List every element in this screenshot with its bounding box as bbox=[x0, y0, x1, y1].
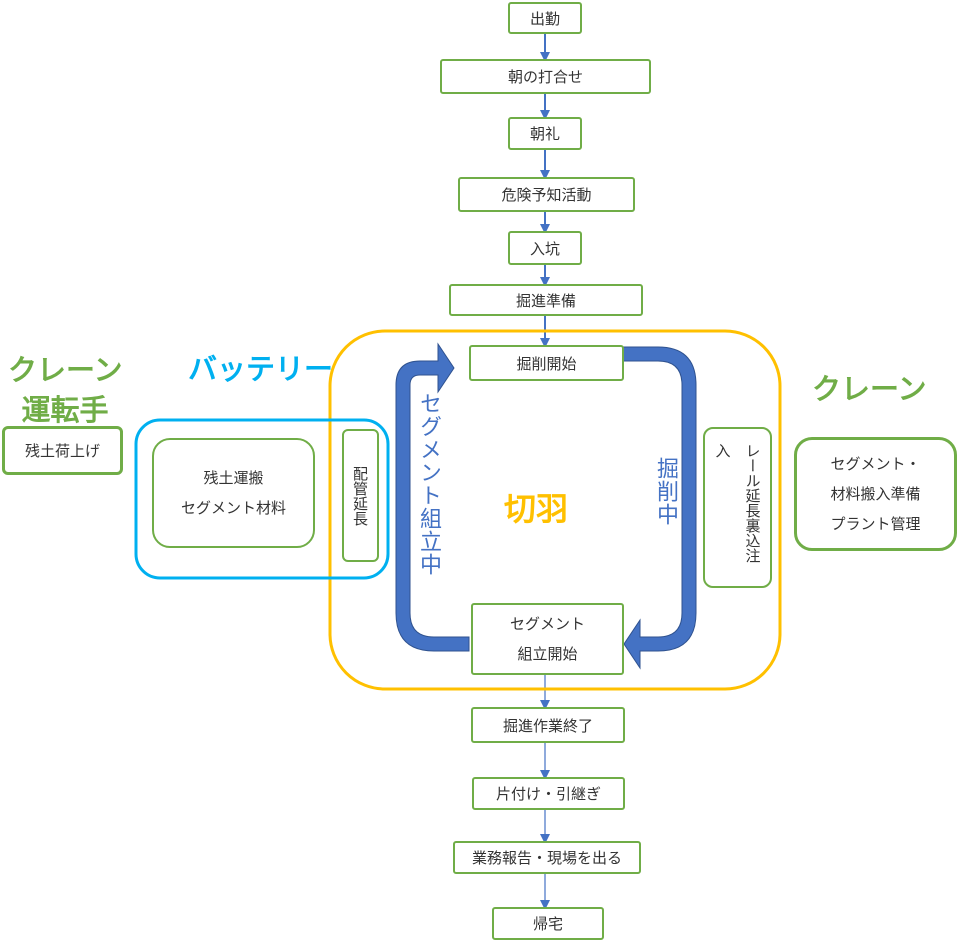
crane-operator-task-box: 残土荷上げ bbox=[2, 426, 123, 475]
step-box-1: 出勤 bbox=[508, 2, 582, 34]
step-label-7: 掘削開始 bbox=[516, 354, 577, 373]
excavation-cycle-arrow bbox=[622, 346, 697, 670]
step-box-10: 片付け・引継ぎ bbox=[472, 777, 625, 810]
crane-operator-title-line1: クレーン bbox=[8, 353, 123, 387]
step-label-1: 出勤 bbox=[529, 9, 560, 28]
battery-title: バッテリー bbox=[188, 352, 334, 386]
step-box-9: 掘進作業終了 bbox=[471, 707, 625, 743]
crane-task-line1: セグメント・ bbox=[830, 455, 921, 473]
step-label-2: 朝の打合せ bbox=[507, 68, 583, 86]
crane-task-line3: プラント管理 bbox=[830, 515, 921, 533]
pipe-extension-label: 配管延長 bbox=[351, 465, 369, 526]
face-center-label: 切羽 bbox=[504, 490, 569, 528]
step-box-4: 危険予知活動 bbox=[458, 177, 635, 212]
battery-task-box: 残土運搬 セグメント材料 bbox=[152, 438, 315, 548]
step-label-5: 入坑 bbox=[529, 239, 560, 258]
crane-task-line2: 材料搬入準備 bbox=[830, 485, 921, 503]
rail-extension-label: レール延長裏込注入 bbox=[713, 442, 762, 563]
battery-outline bbox=[134, 418, 390, 580]
pipe-extension-box: 配管延長 bbox=[342, 429, 379, 562]
step-box-3: 朝礼 bbox=[508, 117, 582, 150]
step-label-11: 業務報告・現場を出る bbox=[471, 849, 622, 867]
crane-title: クレーン bbox=[812, 372, 927, 406]
step-box-11: 業務報告・現場を出る bbox=[453, 841, 641, 874]
step-box-6: 掘進準備 bbox=[449, 284, 643, 316]
step-box-12: 帰宅 bbox=[492, 907, 604, 940]
step-box-7: 掘削開始 bbox=[469, 345, 624, 381]
step-label-9: 掘進作業終了 bbox=[502, 716, 593, 735]
segment-cycle-arrow bbox=[395, 342, 470, 652]
battery-task-line2: セグメント材料 bbox=[180, 499, 286, 517]
crane-operator-title: クレーン 運転手 bbox=[8, 350, 123, 430]
step-box-2: 朝の打合せ bbox=[440, 59, 651, 94]
segment-assembly-label: セグメント組立中 bbox=[416, 392, 441, 576]
battery-task-line1: 残土運搬 bbox=[203, 469, 264, 487]
step-box-5: 入坑 bbox=[508, 231, 582, 265]
rail-extension-box: レール延長裏込注入 bbox=[703, 427, 772, 588]
crane-task-box: セグメント・ 材料搬入準備 プラント管理 bbox=[794, 437, 957, 551]
step-label-10: 片付け・引継ぎ bbox=[495, 785, 601, 803]
crane-operator-task-label: 残土荷上げ bbox=[24, 442, 100, 460]
step-label-12: 帰宅 bbox=[532, 915, 563, 933]
step-label-6: 掘進準備 bbox=[515, 291, 576, 310]
face-outline bbox=[328, 329, 782, 691]
step-box-8: セグメント 組立開始 bbox=[471, 603, 624, 675]
crane-operator-title-line2: 運転手 bbox=[21, 393, 109, 427]
step-label-8-line2: 組立開始 bbox=[517, 645, 578, 663]
step-label-8-line1: セグメント bbox=[509, 615, 585, 633]
step-label-3: 朝礼 bbox=[529, 125, 560, 143]
step-label-4: 危険予知活動 bbox=[501, 186, 592, 204]
excavation-label: 掘削中 bbox=[653, 457, 678, 526]
